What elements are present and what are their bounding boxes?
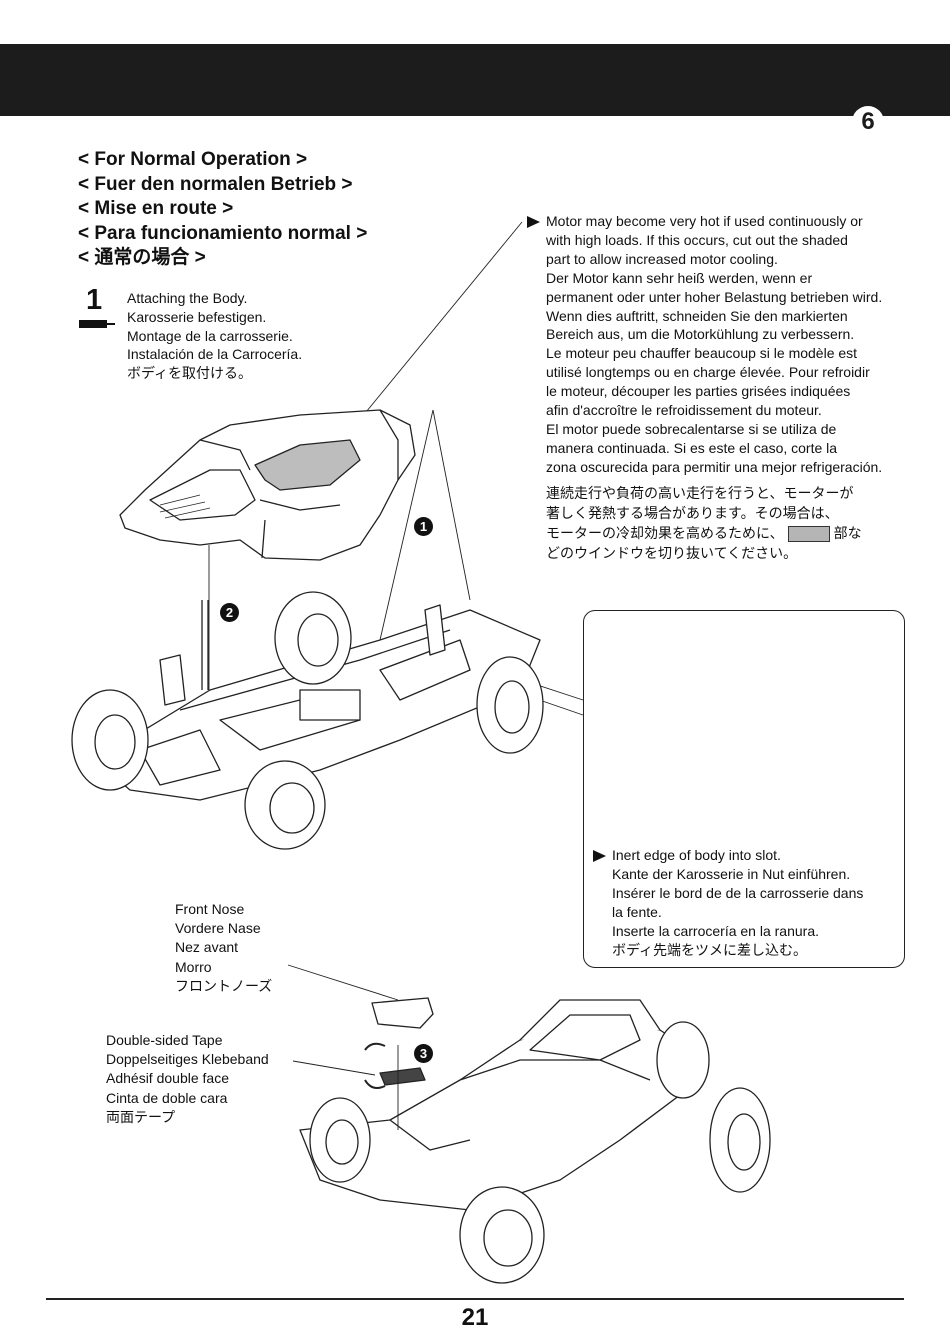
front-nose-label: Front Nose Vordere Nase Nez avant Morro … bbox=[175, 900, 272, 996]
pointer-triangle-icon bbox=[527, 216, 540, 229]
motor-note-line: utilisé longtemps ou en charge élevée. P… bbox=[546, 364, 870, 381]
motor-note-line: El motor puede sobrecalentarse si se uti… bbox=[546, 420, 837, 437]
assembled-buggy bbox=[299, 997, 701, 1211]
step-line: Karosserie befestigen. bbox=[127, 308, 267, 325]
detail-note-line: ボディ先端をツメに差し込む。 bbox=[612, 942, 808, 958]
motor-note-line: Wenn dies auftritt, schneiden Sie den ma… bbox=[546, 307, 848, 324]
motor-note-line: part to allow increased motor cooling. bbox=[546, 250, 778, 267]
detail-note-line: Inert edge of body into slot. bbox=[612, 847, 781, 863]
mode-heading-es: < Para funcionamiento normal > bbox=[78, 222, 368, 244]
motor-note: Motor may become very hot if used contin… bbox=[527, 212, 932, 563]
front-nose-label-line: Vordere Nase bbox=[175, 920, 261, 937]
motor-note-jp-line: モーターの冷却効果を高めるために、 bbox=[546, 524, 784, 541]
shaded-area-swatch bbox=[787, 525, 830, 542]
motor-note-jp-line: 部な bbox=[833, 524, 862, 541]
detail-note-line: la fente. bbox=[612, 904, 662, 920]
callout-1: 1 bbox=[414, 517, 433, 536]
motor-note-line: zona oscurecida para permitir una mejor … bbox=[546, 458, 883, 475]
mode-heading: < For Normal Operation > < Fuer den norm… bbox=[78, 148, 367, 271]
wheel bbox=[309, 1021, 771, 1284]
body-shell bbox=[119, 409, 416, 561]
tape-label-line: Cinta de doble cara bbox=[106, 1089, 228, 1106]
step-badge: 6 bbox=[852, 106, 884, 138]
callout-3: 3 bbox=[414, 1044, 433, 1063]
mode-heading-en: < For Normal Operation > bbox=[78, 149, 308, 170]
step-line: Instalación de la Carrocería. bbox=[127, 346, 303, 363]
step-number: 1 bbox=[86, 284, 103, 316]
step-line: Montage de la carrosserie. bbox=[127, 327, 293, 344]
step-line: ボディを取付ける。 bbox=[127, 365, 253, 382]
detail-note-line: Kante der Karosserie in Nut einführen. bbox=[612, 866, 851, 882]
detail-inset-box bbox=[583, 610, 905, 968]
motor-note-line: afin d'accroître le refroidissement du m… bbox=[546, 402, 822, 419]
motor-note-line: Le moteur peu chauffer beaucoup si le mo… bbox=[546, 345, 858, 362]
chassis-upper bbox=[94, 604, 541, 801]
motor-note-line: permanent oder unter hoher Belastung bet… bbox=[546, 288, 883, 305]
tape-label: Double-sided Tape Doppelseitiges Klebeba… bbox=[106, 1031, 269, 1127]
front-nose-label-line: Nez avant bbox=[175, 939, 239, 956]
motor-note-line: with high loads. If this occurs, cut out… bbox=[546, 231, 848, 248]
mode-heading-fr: < Mise en route > bbox=[78, 198, 234, 219]
step-text: Attaching the Body. Karosserie befestige… bbox=[127, 289, 302, 383]
motor-note-line: Bereich aus, um die Motorkühlung zu verb… bbox=[546, 326, 855, 343]
motor-note-jp-line: 連続走行や負荷の高い走行を行うと、モーターが bbox=[546, 484, 854, 501]
step-arrow-icon bbox=[79, 320, 115, 328]
header-bar: 6 bbox=[0, 44, 950, 138]
mode-heading-jp: < 通常の場合 > bbox=[78, 247, 206, 268]
detail-note-line: Inserte la carrocería en la ranura. bbox=[612, 923, 819, 939]
pointer-triangle-icon bbox=[593, 850, 606, 863]
detail-note-line: Insérer le bord de de la carrosserie dan… bbox=[612, 885, 864, 901]
mode-heading-de: < Fuer den normalen Betrieb > bbox=[78, 173, 353, 195]
motor-note-line: Motor may become very hot if used contin… bbox=[546, 213, 863, 229]
page-number: 21 bbox=[461, 1304, 489, 1331]
front-nose-label-line: フロントノーズ bbox=[175, 977, 273, 994]
motor-note-jp-line: どのウインドウを切り抜いてください。 bbox=[546, 544, 798, 561]
step-line: Attaching the Body. bbox=[127, 290, 248, 306]
footer-rule bbox=[46, 1298, 904, 1300]
tape-label-line: Adhésif double face bbox=[106, 1070, 229, 1087]
front-nose-label-line: Front Nose bbox=[175, 901, 245, 917]
callout-2: 2 bbox=[220, 603, 239, 622]
tape-label-line: 両面テープ bbox=[106, 1108, 176, 1125]
detail-note: Inert edge of body into slot. Kante der … bbox=[593, 846, 863, 960]
tape-label-line: Doppelseitiges Klebeband bbox=[106, 1051, 269, 1068]
motor-note-line: Der Motor kann sehr heiß werden, wenn er bbox=[546, 269, 813, 286]
motor-note-jp-line: 著しく発熱する場合があります。その場合は、 bbox=[546, 504, 839, 521]
tape-label-line: Double-sided Tape bbox=[106, 1032, 223, 1048]
wheel bbox=[71, 591, 544, 850]
motor-note-line: le moteur, découper les parties grisées … bbox=[546, 383, 851, 400]
front-nose-label-line: Morro bbox=[175, 958, 212, 975]
motor-note-line: manera continuada. Si es este el caso, c… bbox=[546, 439, 838, 456]
